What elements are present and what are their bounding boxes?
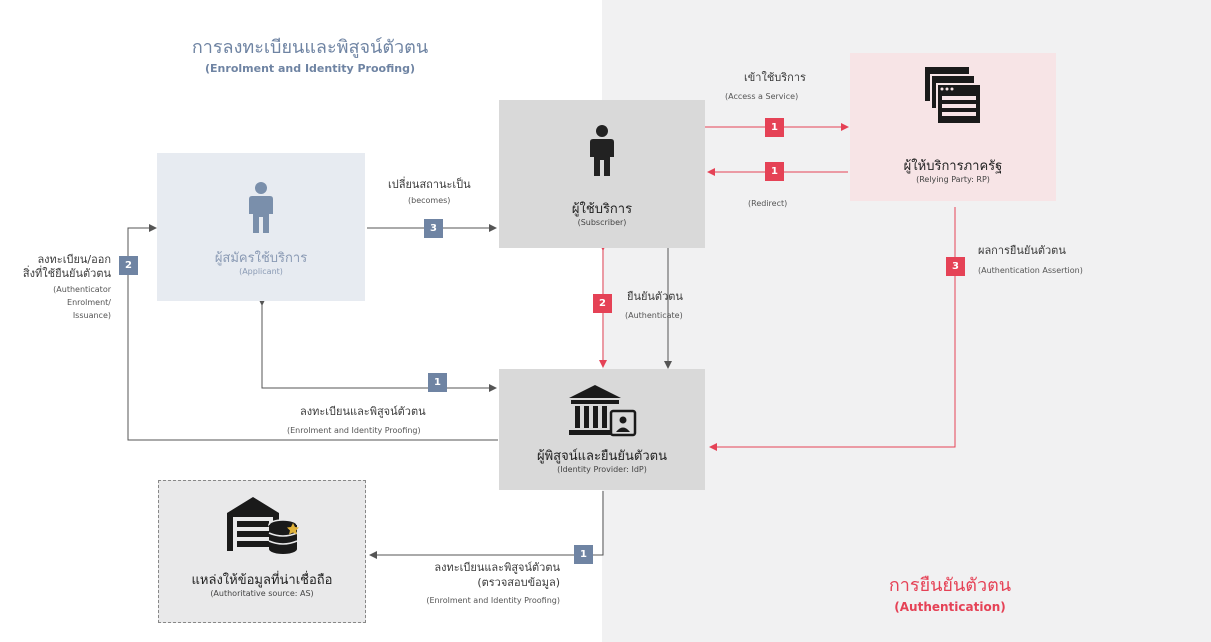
identity-provider-sublabel: (Identity Provider: IdP) bbox=[557, 465, 647, 474]
arrow-authenticator-enrolment bbox=[127, 224, 498, 441]
applicant-sublabel: (Applicant) bbox=[239, 267, 283, 276]
becomes-sublabel: (becomes) bbox=[408, 196, 451, 205]
authenticate-sublabel: (Authenticate) bbox=[625, 311, 683, 320]
applicant-node: ผู้สมัครใช้บริการ (Applicant) bbox=[157, 153, 365, 301]
step-badge-access: 1 bbox=[765, 118, 784, 137]
arrow-enrolment-as bbox=[369, 491, 604, 559]
subscriber-node: ผู้ใช้บริการ (Subscriber) bbox=[499, 100, 705, 248]
enrolment-section-title: การลงทะเบียนและพิสูจน์ตัวตน bbox=[191, 37, 429, 58]
enrolment-idp-label: ลงทะเบียนและพิสูจน์ตัวตน bbox=[300, 405, 426, 418]
step-badge-authenticate: 2 bbox=[593, 294, 612, 313]
authoritative-source-node: แหล่งให้ข้อมูลที่น่าเชื่อถือ (Authoritat… bbox=[158, 480, 366, 623]
identity-provider-label: ผู้พิสูจน์และยืนยันตัวตน bbox=[536, 449, 668, 464]
arrow-enrolment-idp bbox=[258, 298, 497, 392]
person-icon bbox=[590, 125, 614, 176]
authentication-section-title: การยืนยันตัวตน bbox=[888, 575, 1012, 596]
step-badge-enrolment-as: 1 bbox=[574, 545, 593, 564]
enrolment-idp-sublabel: (Enrolment and Identity Proofing) bbox=[287, 426, 421, 435]
authenticate-label: ยืนยันตัวตน bbox=[627, 290, 683, 303]
relying-party-label: ผู้ให้บริการภาครัฐ bbox=[903, 159, 1003, 174]
access-sublabel: (Access a Service) bbox=[725, 92, 799, 101]
arrow-assertion bbox=[709, 207, 956, 451]
subscriber-label: ผู้ใช้บริการ bbox=[571, 202, 633, 217]
relying-party-node: ผู้ให้บริการภาครัฐ (Relying Party: RP) bbox=[850, 53, 1056, 201]
authenticator-label-2: สิ่งที่ใช้ยืนยันตัวตน bbox=[22, 267, 111, 280]
web-pages-icon bbox=[925, 67, 982, 125]
applicant-label: ผู้สมัครใช้บริการ bbox=[214, 251, 308, 266]
step-badge-authenticator: 2 bbox=[119, 256, 138, 275]
assertion-sublabel: (Authentication Assertion) bbox=[978, 266, 1083, 275]
authoritative-source-label: แหล่งให้ข้อมูลที่น่าเชื่อถือ bbox=[191, 573, 333, 588]
enrolment-as-label-2: (ตรวจสอบข้อมูล) bbox=[477, 576, 560, 589]
authenticator-sublabel-2: Enrolment/ bbox=[67, 298, 111, 307]
authenticator-sublabel-3: Issuance) bbox=[72, 311, 111, 320]
access-label: เข้าใช้บริการ bbox=[744, 71, 806, 84]
becomes-label: เปลี่ยนสถานะเป็น bbox=[388, 178, 471, 191]
bank-id-icon bbox=[569, 385, 637, 437]
authoritative-source-sublabel: (Authoritative source: AS) bbox=[210, 589, 314, 598]
enrolment-as-label-1: ลงทะเบียนและพิสูจน์ตัวตน bbox=[434, 561, 560, 574]
enrolment-section-subtitle: (Enrolment and Identity Proofing) bbox=[205, 62, 415, 75]
step-badge-becomes: 3 bbox=[424, 219, 443, 238]
step-badge-assertion: 3 bbox=[946, 257, 965, 276]
enrolment-as-sublabel: (Enrolment and Identity Proofing) bbox=[426, 596, 560, 605]
authenticator-label-1: ลงทะเบียน/ออก bbox=[37, 253, 111, 266]
relying-party-sublabel: (Relying Party: RP) bbox=[916, 175, 990, 184]
assertion-label: ผลการยืนยันตัวตน bbox=[978, 244, 1066, 257]
authenticator-sublabel-1: (Authenticator bbox=[53, 285, 111, 294]
subscriber-sublabel: (Subscriber) bbox=[577, 218, 627, 227]
warehouse-database-icon bbox=[227, 497, 299, 554]
authentication-section-subtitle: (Authentication) bbox=[894, 600, 1006, 614]
step-badge-redirect: 1 bbox=[765, 162, 784, 181]
redirect-sublabel: (Redirect) bbox=[748, 199, 788, 208]
person-icon bbox=[249, 182, 273, 233]
identity-provider-node: ผู้พิสูจน์และยืนยันตัวตน (Identity Provi… bbox=[499, 369, 705, 490]
step-badge-enrolment-idp: 1 bbox=[428, 373, 447, 392]
